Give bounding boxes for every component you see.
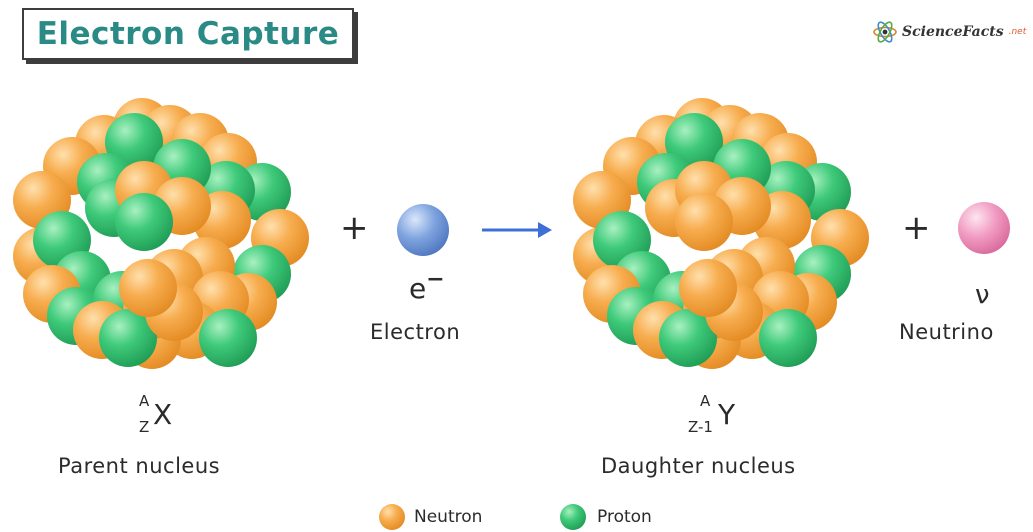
legend-proton-label: Proton: [597, 507, 652, 527]
electron-symbol-letter: e: [409, 272, 427, 305]
parent-mass-number: A: [139, 392, 150, 410]
right-arrow-icon: [482, 222, 552, 238]
brand-name: ScienceFacts: [902, 24, 1004, 40]
parent-nucleus: [13, 98, 309, 369]
daughter-atomic-number: Z-1: [688, 418, 713, 436]
legend-neutron-swatch: [379, 504, 405, 530]
electron-particle: [397, 204, 449, 256]
daughter-notation: A Z-1 Y: [688, 392, 768, 442]
parent-proton-33: [199, 309, 257, 367]
daughter-element: Y: [718, 398, 736, 431]
electron-symbol: e−: [409, 267, 445, 305]
title-box: Electron Capture: [22, 8, 354, 60]
parent-notation: A Z X: [136, 392, 196, 442]
daughter-proton-33: [759, 309, 817, 367]
parent-neutron-36: [119, 259, 177, 317]
parent-atomic-number: Z: [139, 418, 150, 436]
neutrino-symbol: ν: [975, 280, 990, 310]
legend-neutron-label: Neutron: [414, 507, 483, 527]
legend-proton-swatch: [560, 504, 586, 530]
daughter-nucleus: [573, 98, 869, 369]
parent-proton-34: [99, 309, 157, 367]
plus-sign-1: +: [340, 208, 369, 248]
electron-charge: −: [426, 267, 445, 292]
parent-element: X: [153, 398, 173, 431]
neutrino-label: Neutrino: [899, 320, 994, 344]
atom-icon: [873, 21, 897, 43]
daughter-label: Daughter nucleus: [601, 454, 796, 478]
parent-label: Parent nucleus: [58, 454, 221, 478]
plus-sign-2: +: [902, 208, 931, 248]
brand-logo: ScienceFacts .net: [872, 20, 1026, 44]
daughter-neutron-28: [675, 193, 733, 251]
electron-label: Electron: [370, 320, 461, 344]
daughter-neutron-36: [679, 259, 737, 317]
brand-suffix: .net: [1008, 27, 1027, 37]
neutrino-particle: [958, 202, 1010, 254]
daughter-proton-34: [659, 309, 717, 367]
parent-proton-28: [115, 193, 173, 251]
page-title: Electron Capture: [36, 16, 340, 52]
daughter-mass-number: A: [700, 392, 711, 410]
